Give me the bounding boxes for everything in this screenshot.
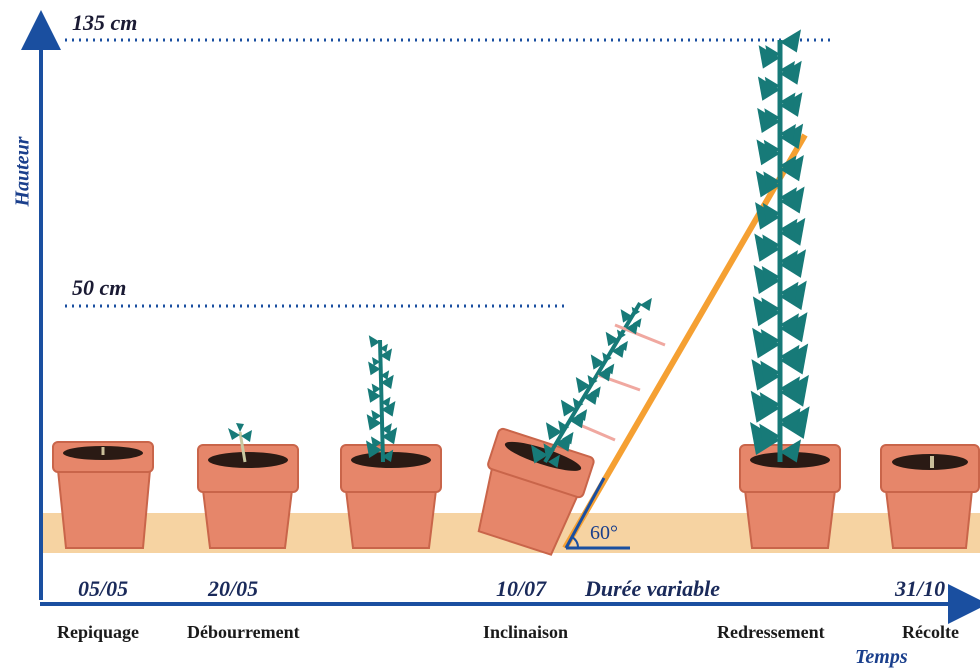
pot-repiquage <box>53 442 153 548</box>
pot-young-plant <box>341 335 441 548</box>
stage-recolte: Récolte <box>902 622 959 643</box>
tie-1 <box>580 425 615 440</box>
stage-redressement: Redressement <box>717 622 825 643</box>
level-label-135: 135 cm <box>72 10 137 36</box>
stage-repiquage: Repiquage <box>57 622 139 643</box>
date-1007: 10/07 <box>496 576 546 602</box>
angle-label: 60° <box>590 522 618 545</box>
date-3110: 31/10 <box>895 576 945 602</box>
date-duree-variable: Durée variable <box>585 576 720 602</box>
leaf <box>640 298 652 311</box>
pot-debourrement <box>198 423 298 548</box>
x-axis-label: Temps <box>855 646 908 669</box>
y-axis-label: Hauteur <box>12 136 35 206</box>
stage-inclinaison: Inclinaison <box>483 622 568 643</box>
level-label-50: 50 cm <box>72 275 126 301</box>
date-2005: 20/05 <box>208 576 258 602</box>
pot-redressement <box>740 29 840 548</box>
pot-recolte <box>881 445 979 548</box>
leaf <box>780 29 801 52</box>
date-0505: 05/05 <box>78 576 128 602</box>
stage-debourrement: Débourrement <box>187 622 300 643</box>
